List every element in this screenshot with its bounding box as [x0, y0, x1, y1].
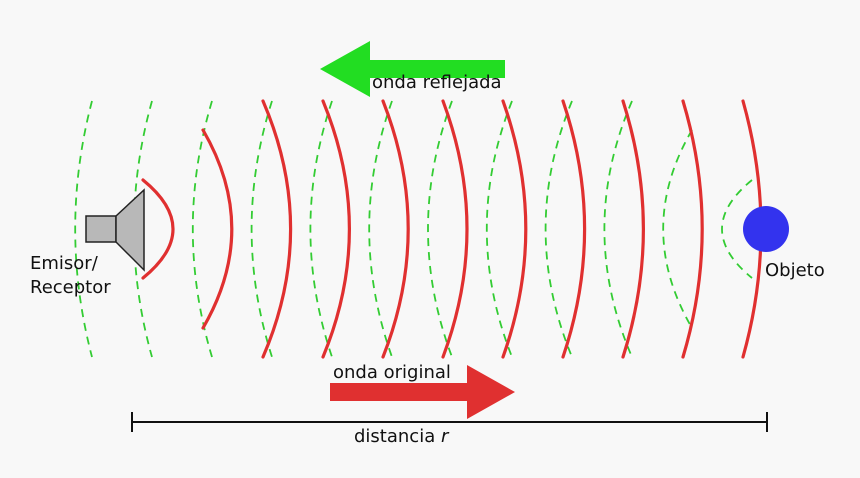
original-wave-front [201, 128, 234, 330]
original-wave-front [261, 99, 293, 359]
original-wave-front [681, 99, 704, 359]
reflected-wave-label: onda reflejada [372, 72, 502, 93]
reflected-wave-front [721, 179, 753, 279]
distance-ruler [131, 412, 768, 432]
original-wave-front [321, 99, 351, 359]
reflected-wave-front [74, 100, 93, 358]
distance-text: distancia [354, 426, 436, 447]
speaker-icon [85, 188, 145, 272]
reflected-wave-front [309, 100, 333, 358]
original-wave-fronts [141, 99, 763, 359]
reflected-wave-arrow [320, 41, 505, 97]
distance-variable: r [440, 426, 449, 447]
emitter-label: Emisor/ Receptor [30, 252, 111, 300]
speaker-cone [115, 188, 145, 272]
object-label: Objeto [765, 260, 825, 281]
reflected-wave-front [662, 129, 693, 329]
reflected-wave-front [427, 100, 453, 358]
emitter-label-line1: Emisor/ [30, 253, 98, 274]
emitter-label-line2: Receptor [30, 277, 111, 298]
original-wave-front [621, 99, 645, 359]
original-wave-arrow [330, 365, 515, 419]
original-wave-front [141, 178, 175, 280]
reflected-wave-front [368, 100, 393, 358]
original-wave-label: onda original [333, 362, 451, 383]
circle-object-icon [743, 206, 789, 252]
original-wave-front [501, 99, 528, 359]
original-wave-front [441, 99, 469, 359]
original-wave-front [561, 99, 587, 359]
distance-label: distancia r [354, 426, 448, 448]
reflected-wave-front [485, 100, 513, 358]
reflected-wave-front [544, 100, 573, 358]
original-wave-front [381, 99, 410, 359]
speaker-body [85, 215, 117, 243]
reflected-wave-front [250, 100, 273, 358]
reflected-wave-front [603, 100, 633, 358]
reflected-wave-fronts [74, 100, 753, 358]
